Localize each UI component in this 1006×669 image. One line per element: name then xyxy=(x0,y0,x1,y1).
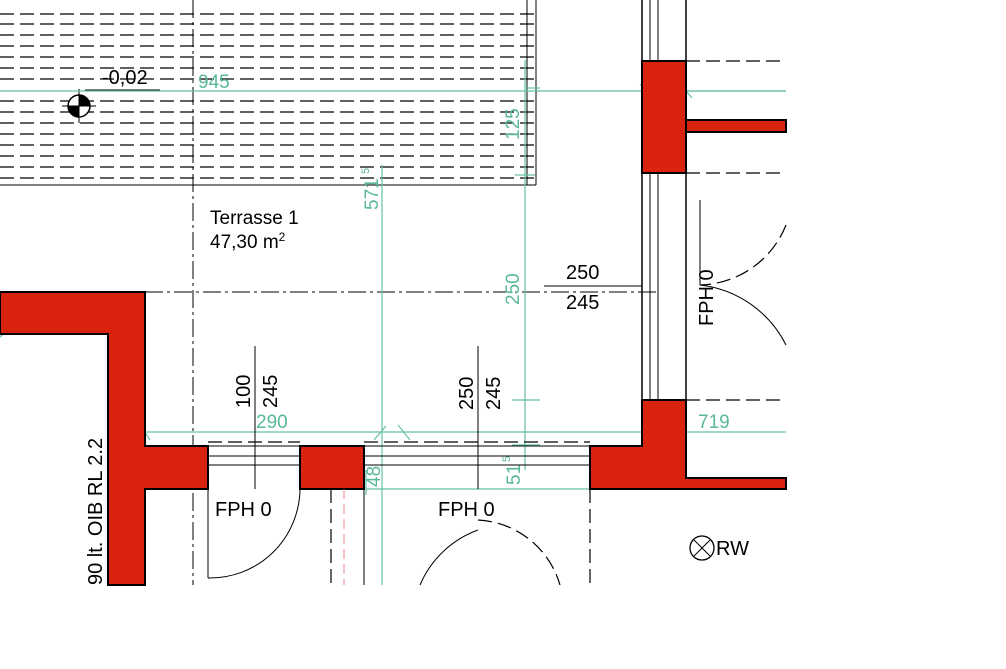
room-labels: Terrasse 1 47,30 m2 xyxy=(210,208,299,253)
dim-571-sup: 5 xyxy=(360,168,372,174)
dim-51-sup: 5 xyxy=(501,456,513,462)
fph-left: FPH 0 xyxy=(215,499,272,521)
wall-right-corner xyxy=(589,399,787,490)
right-frame xyxy=(544,0,787,401)
opening-left-b: 245 xyxy=(260,375,282,408)
wall-right-column xyxy=(641,60,687,174)
fph-right: FPH 0 xyxy=(696,269,718,326)
terrace-name: Terrasse 1 xyxy=(210,208,299,229)
window-right-bottom: 245 xyxy=(566,292,599,314)
wall-pier-middle xyxy=(299,445,365,490)
terrace-decking xyxy=(0,0,537,186)
terrace-area: 47,30 m2 xyxy=(210,230,286,253)
dim-945: 945 xyxy=(198,72,230,93)
window-right-top: 250 xyxy=(566,262,599,284)
walls xyxy=(0,60,787,586)
level-label: -0,02 xyxy=(102,67,148,89)
dim-51: 51 xyxy=(504,464,525,485)
opening-labels: 250 245 100 245 250 245 FPH 0 FPH 0 FPH … xyxy=(85,262,718,585)
wall-note: 90 lt. OIB RL 2.2 xyxy=(85,438,107,585)
wall-right-stub xyxy=(685,119,787,133)
dim-571: 571 xyxy=(362,178,383,210)
dim-719: 719 xyxy=(698,412,730,433)
opening-mid-b: 245 xyxy=(483,377,505,410)
rw-label: RW xyxy=(716,538,749,560)
fph-mid: FPH 0 xyxy=(438,499,495,521)
rw-marker: RW xyxy=(689,535,749,561)
dim-125: 125 xyxy=(503,108,524,140)
opening-left-a: 100 xyxy=(233,375,255,408)
dim-48-bottom: 48 xyxy=(364,466,385,487)
dim-250-vertical: 250 xyxy=(503,273,524,305)
level-marker: -0,02 xyxy=(62,67,160,123)
wall-left xyxy=(0,291,209,586)
bottom-openings xyxy=(207,346,591,586)
dim-290: 290 xyxy=(256,412,288,433)
opening-mid-a: 250 xyxy=(456,377,478,410)
rw-icon xyxy=(689,535,715,561)
